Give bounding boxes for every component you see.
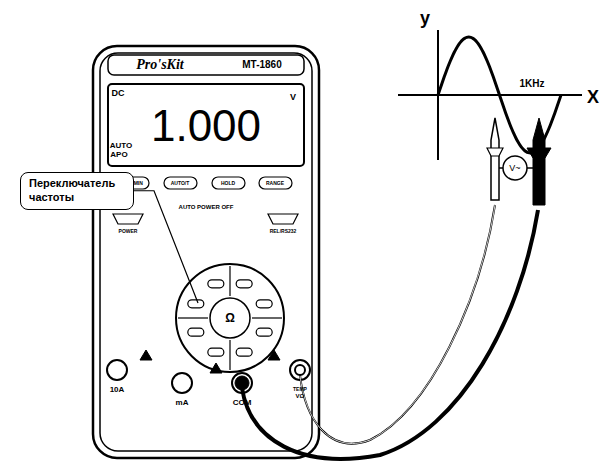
jack-10a: [107, 360, 127, 380]
label-text: RANGE: [266, 181, 284, 186]
red-lead: [300, 205, 495, 444]
voltmeter-symbol: [503, 156, 527, 180]
rotary-dial: [176, 264, 284, 372]
meter-bezel: [100, 53, 312, 451]
black-lead: [242, 210, 538, 459]
label-text: APO: [110, 151, 127, 159]
callout-box: Переключатель частоты: [20, 172, 134, 210]
label-text: X: [587, 88, 599, 106]
label-text: HOLD: [221, 181, 235, 186]
black-probe: [533, 118, 545, 205]
label-text: 1.000: [151, 104, 261, 148]
meter-wire: [527, 167, 533, 169]
dial-divider: [229, 340, 230, 370]
v-plug: [295, 365, 305, 375]
jack-ma: [172, 373, 192, 393]
dial-divider: [178, 317, 208, 318]
dial-position: [208, 348, 224, 356]
button: [164, 177, 197, 189]
label-text: y: [420, 9, 430, 27]
label-text: Ω: [225, 312, 235, 324]
brand-plate: [108, 55, 304, 75]
label-text: REL/RS232: [270, 229, 297, 234]
label-text: AUTO POWER OFF: [179, 204, 234, 210]
label-text: 10A: [110, 386, 125, 394]
x-axis: [398, 94, 582, 96]
dial-divider: [229, 266, 230, 296]
dial-position: [208, 280, 224, 288]
button: [259, 177, 292, 189]
dial-position: [256, 328, 272, 336]
dial-divider: [252, 317, 282, 318]
label-text: TEMP: [293, 387, 307, 392]
button: [212, 177, 245, 189]
power-key: [113, 214, 143, 224]
meter-body: [93, 46, 319, 458]
dial-position: [236, 280, 252, 288]
label-text: V~: [509, 164, 520, 173]
dial-position: [188, 300, 204, 308]
red-lead-core: [300, 205, 495, 444]
label-text: Pro'sKit: [136, 58, 183, 72]
rel-key: [268, 214, 298, 224]
label-text: AUTO: [110, 142, 133, 150]
label-text: POWER: [119, 229, 138, 234]
dial-position: [236, 348, 252, 356]
label-text: MT-1860: [242, 60, 281, 70]
warning-triangle: [140, 350, 280, 373]
test-leads: [235, 205, 538, 459]
dial-position: [188, 328, 204, 336]
sine-graph: [398, 30, 582, 160]
red-probe: [491, 118, 499, 200]
com-plug: [235, 376, 249, 390]
meter-housing: [93, 46, 319, 458]
lcd-display: [108, 84, 304, 166]
black-probe-guard: [527, 148, 551, 158]
red-probe-guard: [487, 148, 503, 156]
label-text: DC: [112, 89, 125, 98]
label-text: mA: [176, 399, 189, 407]
label-text: COM: [233, 399, 252, 407]
label-text: VΩ: [296, 393, 305, 399]
jack-com: [232, 373, 252, 393]
label-text: V: [290, 93, 296, 102]
dial-position: [256, 300, 272, 308]
callout-text: Переключатель частоты: [29, 177, 125, 205]
label-text: 1KHz: [519, 79, 544, 89]
dial-center: [210, 298, 250, 338]
probes: [487, 118, 551, 205]
label-text: AUTO/T: [171, 181, 190, 186]
